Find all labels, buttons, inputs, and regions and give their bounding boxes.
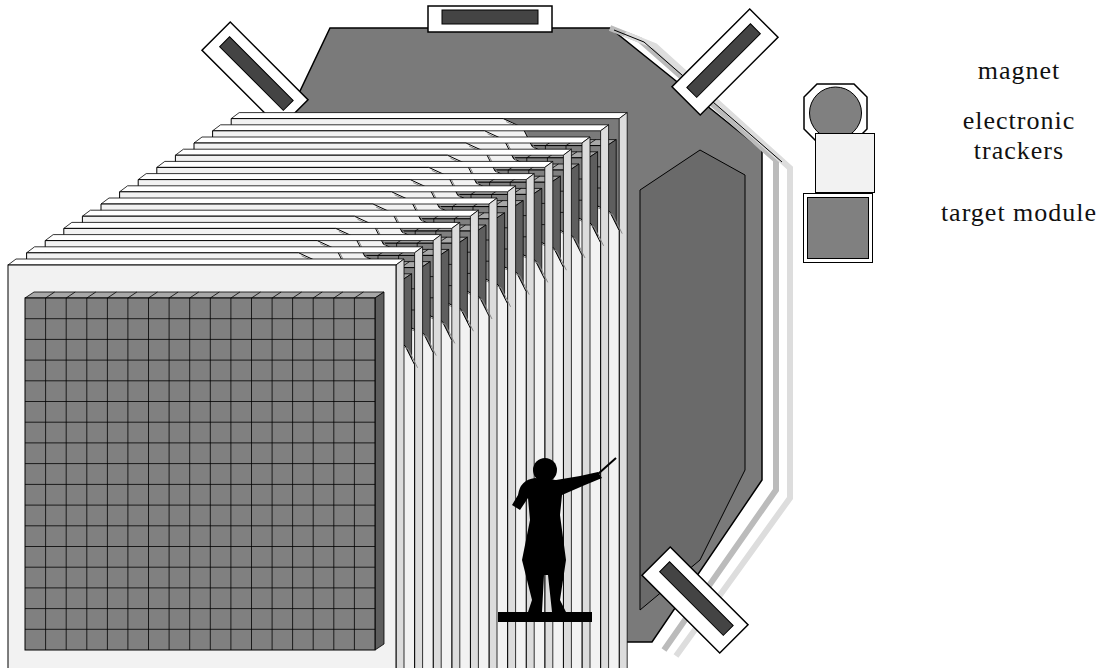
- legend-label: magnet: [934, 56, 1104, 86]
- plate-top: [138, 174, 534, 180]
- plate-top: [82, 210, 478, 216]
- plate-side: [619, 113, 627, 668]
- module-side: [375, 292, 384, 650]
- plate-top: [157, 161, 553, 167]
- legend-swatch: [803, 193, 873, 263]
- module-top: [25, 292, 384, 298]
- tracker-and-target-stack: [8, 113, 627, 668]
- plate-top: [120, 186, 516, 192]
- plate-side: [508, 186, 516, 668]
- plate-top: [101, 198, 497, 204]
- plate-top: [64, 222, 460, 228]
- plate-side: [563, 149, 571, 668]
- plate-top: [213, 125, 609, 131]
- conductor-silhouette: [498, 458, 616, 622]
- plate-face: [8, 265, 396, 668]
- plate-side: [415, 247, 423, 668]
- magnet-circle: [810, 87, 862, 139]
- plate-top: [45, 235, 441, 241]
- plate-side: [433, 235, 441, 668]
- module-grid: [25, 292, 375, 650]
- legend-label: target module: [934, 198, 1104, 228]
- plate-side: [601, 125, 609, 668]
- tracker-plate: [8, 259, 404, 668]
- legend-label: electronic trackers: [934, 106, 1104, 166]
- plate-top: [231, 113, 627, 119]
- plate-side: [470, 210, 478, 668]
- plate-side: [582, 137, 590, 668]
- plate-top: [8, 259, 404, 265]
- legend-swatch: [815, 133, 875, 193]
- plate-side: [452, 222, 460, 668]
- plate-side: [489, 198, 497, 668]
- target-module-block: [25, 292, 384, 650]
- plate-top: [27, 247, 423, 253]
- plate-side: [396, 259, 404, 668]
- plate-top: [175, 149, 571, 155]
- module-face: [25, 298, 375, 650]
- plate-top: [194, 137, 590, 143]
